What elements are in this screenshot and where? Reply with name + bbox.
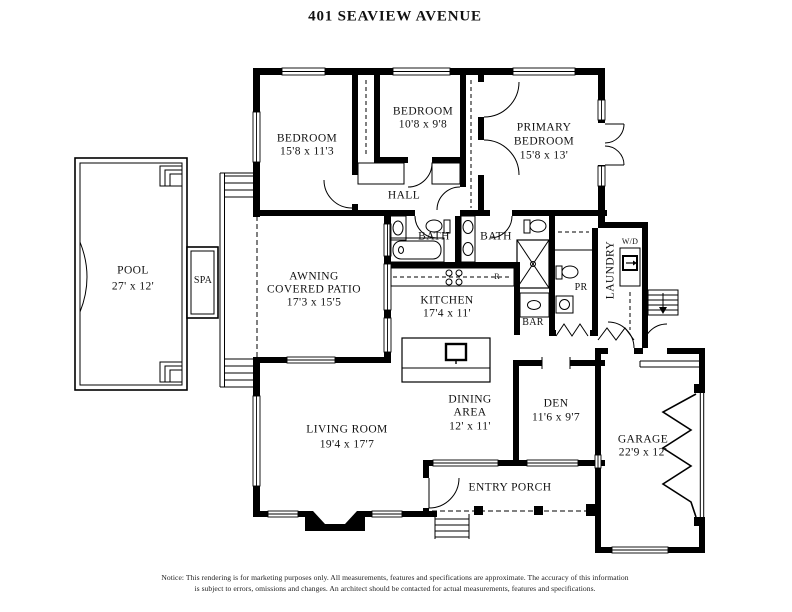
porch-corner (586, 504, 601, 516)
pool-steps-bottom (159, 361, 183, 383)
kitchen-counter (390, 267, 515, 287)
island-sink (444, 342, 468, 362)
pool-dims: 27' x 12' (111, 280, 155, 293)
garage-side-door (642, 323, 668, 349)
pool-bench-curve (79, 241, 88, 313)
kitchen-island (401, 337, 491, 383)
bath-fixtures (389, 215, 579, 318)
primary-bedroom-door (436, 186, 461, 211)
fireplace (305, 511, 365, 531)
den-label: DEN (543, 397, 569, 410)
exterior-stairs (647, 289, 679, 316)
range-marker: R (494, 272, 500, 281)
deck-steps (219, 172, 253, 388)
dining-area-dims: 12' x 11' (449, 420, 491, 433)
spa-label: SPA (193, 275, 213, 286)
bedroom-left-dims: 15'8 x 11'3 (279, 145, 335, 158)
range-burners (445, 269, 463, 286)
porch (432, 504, 601, 539)
bath1-label: BATH (418, 230, 450, 243)
porch-post-1 (474, 506, 483, 515)
doors (323, 81, 668, 509)
bedroom-left-label: BEDROOM (276, 132, 338, 145)
porch-post-2 (534, 506, 543, 515)
dining-area-label-1: DINING (448, 393, 492, 406)
bathtub (389, 237, 445, 263)
pr-sink (555, 295, 574, 314)
laundry-bifold-door (597, 327, 635, 341)
entry-porch-label: ENTRY PORCH (468, 481, 552, 494)
bath2-toilet (523, 219, 547, 234)
bath2-door (489, 215, 513, 239)
closets (256, 80, 592, 357)
opening-casings (541, 357, 571, 369)
garage-dims: 22'9 x 12' (618, 446, 668, 459)
kitchen-label: KITCHEN (420, 294, 474, 307)
primary-closet-door-2 (483, 139, 520, 176)
spa (186, 246, 219, 319)
primary-closet-door-1 (483, 81, 520, 118)
bath2-vanity-sinks (460, 215, 476, 263)
patio-dims: 17'3 x 15'5 (286, 296, 342, 309)
laundry-label: LAUNDRY (604, 240, 617, 300)
pr-bifold-door (555, 323, 589, 337)
bar-label: BAR (522, 317, 544, 328)
living-room-label: LIVING ROOM (306, 423, 388, 436)
bath1-vanity-sink (389, 215, 407, 241)
washer-dryer-label: W/D (621, 237, 639, 246)
patio-label-2: COVERED PATIO (267, 283, 361, 296)
entry-door (428, 477, 460, 509)
patio-label-1: AWNING (289, 270, 339, 283)
pool-steps-top (159, 165, 183, 187)
page-title: 401 SEAVIEW AVENUE (308, 8, 482, 25)
wall-openings (408, 82, 667, 508)
garage-door-zigzag (661, 393, 697, 518)
bedroom-left-door (323, 179, 353, 209)
notice-line-2: is subject to errors, omissions and chan… (194, 584, 596, 594)
garage-label: GARAGE (617, 433, 669, 446)
primary-bedroom-label-1: PRIMARY (516, 121, 572, 134)
bath2-label: BATH (480, 230, 512, 243)
windows (252, 67, 669, 554)
hall-label: HALL (387, 189, 421, 202)
dining-area-label-2: AREA (453, 406, 487, 419)
primary-french-doors (604, 123, 625, 166)
pool-label: POOL (117, 264, 149, 277)
notice-line-1: Notice: This rendering is for marketing … (161, 573, 629, 583)
kitchen-fixtures (390, 267, 515, 383)
powder-room-label: PR (574, 282, 588, 293)
porch-steps (434, 514, 470, 539)
living-room-dims: 19'4 x 17'7 (319, 438, 375, 451)
shower (516, 239, 550, 289)
garage-door (639, 360, 705, 526)
bath1-toilet (425, 219, 451, 234)
kitchen-dims: 17'4 x 11' (423, 307, 471, 320)
laundry-fixtures (619, 247, 641, 330)
den-dims: 11'6 x 9'7 (532, 411, 580, 424)
bedroom-middle-label: BEDROOM (392, 105, 454, 118)
bar-sink (519, 292, 550, 318)
bedroom-middle-dims: 10'8 x 9'8 (398, 118, 448, 131)
pr-toilet (555, 265, 579, 280)
primary-bedroom-dims: 15'8 x 13' (519, 149, 569, 162)
primary-bedroom-label-2: BEDROOM (513, 135, 575, 148)
washer-dryer-cabinet (619, 247, 641, 287)
pool (74, 157, 188, 391)
bedroom-middle-door (407, 162, 433, 188)
